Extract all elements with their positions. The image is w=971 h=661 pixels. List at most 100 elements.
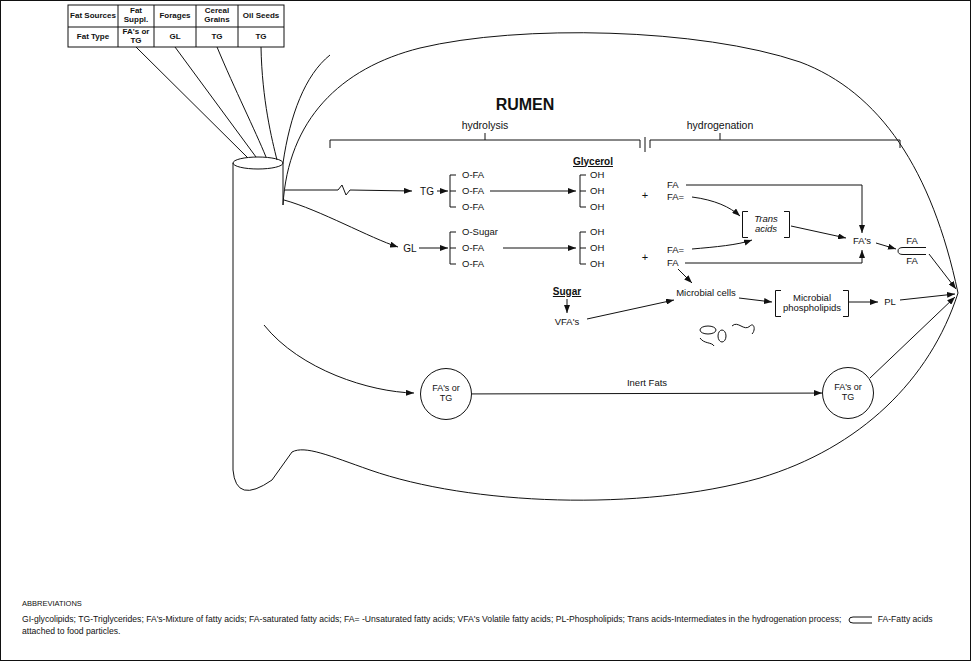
flow-arrow — [264, 325, 414, 393]
food-particle-symbol — [848, 616, 874, 624]
food-particle-shape — [897, 246, 927, 256]
formula-text: FA= — [667, 245, 684, 255]
bacterium — [718, 330, 726, 342]
table-grid — [68, 5, 284, 47]
esophagus-ring — [233, 157, 283, 169]
formula-text: O-FA — [462, 186, 484, 196]
intermediate-box: Trans acids — [742, 211, 790, 238]
formula-text: O-FA — [462, 259, 484, 269]
glycerol-backbone — [450, 232, 456, 264]
food-particle-node: FA FA — [897, 236, 927, 267]
flow-arrow — [503, 248, 576, 249]
inert-fat-circle: FA's or TG — [822, 367, 874, 419]
food-particle-symbol — [849, 617, 872, 623]
flow-arrow — [849, 302, 878, 303]
table-cell: GL — [169, 33, 180, 42]
formula-text: O-FA — [462, 202, 484, 212]
flow-arrow — [490, 191, 576, 192]
flow-arrow — [870, 297, 955, 378]
abbreviation-text: GI-glycolipids; TG-Triglycerides; FA's-M… — [22, 614, 841, 624]
table-cell: Oil Seeds — [239, 12, 283, 21]
glycerol-backbone — [580, 232, 586, 264]
rumen-outline — [283, 55, 330, 163]
plus-sign: + — [642, 251, 648, 263]
bracket-outline — [776, 290, 849, 316]
table-cell: FA's or TG — [119, 28, 153, 46]
microbe-label: Microbial cells — [676, 288, 736, 298]
plus-sign: + — [642, 189, 648, 201]
flow-arrow — [929, 254, 956, 289]
flow-arrow — [284, 200, 398, 247]
formula-text: OH — [590, 243, 604, 253]
table-cell: Cereal Grains — [197, 7, 237, 25]
food-particle-shape — [898, 248, 926, 255]
bacteria-sketch — [700, 324, 754, 346]
molecule-label: FA's — [853, 236, 871, 246]
formula-text: OH — [590, 202, 604, 212]
molecule-label: GL — [403, 243, 416, 254]
flow-arrow — [437, 191, 448, 192]
table-cell: Forages — [155, 12, 195, 21]
molecule-label: Sugar — [553, 286, 581, 297]
esophagus-wall — [233, 163, 292, 490]
phospholipid-box: Microbial phospholipids — [775, 290, 849, 317]
flow-arrows — [264, 185, 956, 393]
inert-fat-circle: FA's or TG — [420, 368, 472, 420]
connector-label: Inert Fats — [625, 378, 669, 388]
molecule-label: TG — [420, 186, 434, 197]
region-title: RUMEN — [496, 96, 555, 114]
table-cell: Fat Type — [70, 33, 116, 42]
process-label: hydrogenation — [687, 120, 754, 132]
flow-arrow — [685, 250, 862, 263]
formula-text: O-FA — [462, 170, 484, 180]
node-text: FA's or TG — [429, 384, 463, 404]
process-label: hydrolysis — [462, 120, 509, 132]
bacterium — [732, 324, 754, 334]
bacterium — [700, 326, 716, 334]
bacterium — [700, 338, 714, 346]
flow-arrow — [876, 243, 896, 249]
flow-arrow — [284, 185, 412, 195]
node-text: FA — [906, 236, 918, 246]
table-cell: Fat Suppl. — [119, 7, 153, 25]
node-text: FA's or TG — [831, 383, 865, 403]
flow-connector — [472, 393, 822, 395]
glycerol-backbone — [450, 175, 456, 207]
table-outline — [68, 5, 284, 47]
glycerol-backbone — [580, 175, 586, 207]
formula-text: O-FA — [462, 243, 484, 253]
formula-text: FA — [667, 258, 679, 268]
node-text: Microbial phospholipids — [781, 293, 843, 314]
table-cell: Fat Sources — [70, 12, 116, 21]
flow-arrow — [692, 197, 740, 216]
bracket-outline — [743, 211, 790, 237]
table-cell: TG — [211, 33, 222, 42]
node-text: FA — [906, 256, 918, 266]
abbreviation-text: GI-glycolipids; TG-Triglycerides; FA's-M… — [22, 613, 957, 638]
flow-arrow — [791, 226, 846, 238]
process-bracket — [330, 133, 900, 152]
node-text: Trans acids — [748, 214, 784, 235]
flow-arrow — [692, 240, 752, 249]
legend-heading: ABBREVIATIONS — [22, 600, 82, 608]
formula-text: FA — [667, 180, 679, 190]
rumen-outline — [283, 33, 958, 500]
source-table — [68, 5, 284, 47]
feed-lines — [136, 47, 277, 160]
flow-arrow — [678, 269, 692, 283]
formula-text: OH — [590, 227, 604, 237]
formula-text: OH — [590, 186, 604, 196]
formula-text: OH — [590, 170, 604, 180]
formula-text: OH — [590, 259, 604, 269]
flow-arrow — [567, 299, 568, 313]
flow-arrow — [419, 248, 448, 249]
table-cell: TG — [255, 33, 266, 42]
flow-arrow — [587, 300, 674, 319]
flow-arrow — [900, 294, 955, 300]
flow-arrow — [739, 298, 772, 302]
